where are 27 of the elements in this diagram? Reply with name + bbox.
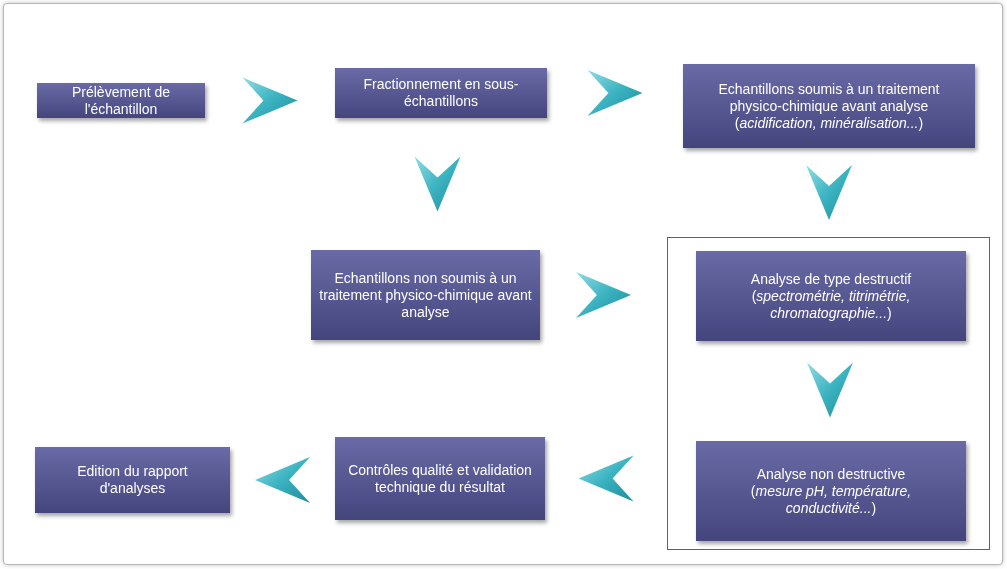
process-box (696, 441, 966, 541)
process-box (683, 64, 975, 148)
box-text: Contrôles qualité et validation technique du résultat (347, 461, 533, 496)
chevron-arrow (806, 165, 852, 220)
box-text: Prélèvement de l'échantillon (70, 83, 172, 118)
chevron-arrow (576, 272, 631, 318)
process-box (335, 68, 547, 118)
box-text: (spectrométrie, titrimétrie, chromatographie...) (750, 287, 912, 322)
chevron-arrow (578, 455, 634, 502)
box-text: Edition du rapport d'analyses (76, 463, 189, 497)
chevron-arrow (242, 77, 298, 124)
process-box (335, 437, 545, 520)
chevron-arrow (414, 156, 461, 212)
chevron-arrow (807, 362, 853, 418)
group-frame (667, 237, 990, 550)
box-text: (acidification, minéralisation...) (734, 114, 924, 132)
box-text: Analyse de type destructif (750, 270, 912, 288)
chevron-arrow (587, 70, 643, 116)
chevron-arrow (255, 457, 310, 503)
process-box (35, 447, 230, 513)
box-text: (mesure pH, température, conductivité...) (749, 482, 913, 517)
box-text: Fractionnement en sous-échantillons (362, 76, 520, 110)
process-box (311, 250, 540, 340)
box-text: Analyse non destructive (756, 465, 906, 483)
process-box (37, 83, 205, 118)
process-box (696, 251, 966, 341)
box-text: Echantillons non soumis à un traitement physico-chimique avant analyse (319, 269, 532, 321)
